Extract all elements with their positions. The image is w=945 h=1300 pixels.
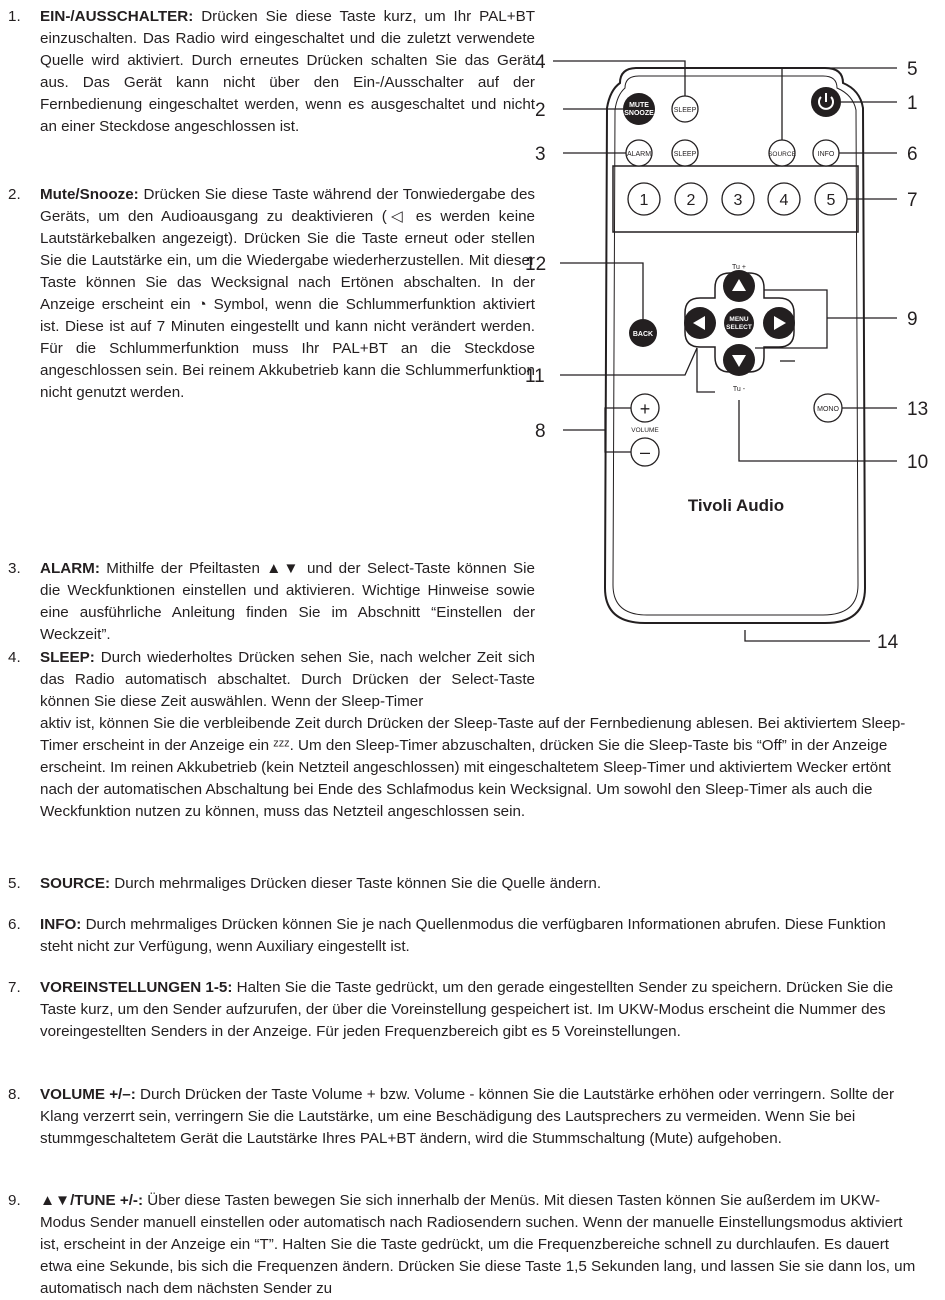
callout-leaders bbox=[553, 60, 897, 642]
callout-7: 7 bbox=[907, 190, 918, 211]
item-number: 1. bbox=[8, 8, 21, 25]
item-number: 5. bbox=[8, 875, 21, 892]
item-number: 8. bbox=[8, 1086, 21, 1103]
item-text: Durch Drücken der Taste Volume + bzw. Vo… bbox=[40, 1086, 895, 1147]
item-term: ALARM: bbox=[40, 560, 100, 577]
preset-2-button bbox=[674, 182, 708, 216]
item-body: VOLUME +/–: Durch Drücken der Taste Volu… bbox=[40, 1084, 920, 1150]
sleep-label: SLEEP bbox=[674, 107, 697, 114]
callout-10: 10 bbox=[907, 452, 928, 473]
callout-5: 5 bbox=[907, 59, 918, 80]
volume-label: VOLUME bbox=[631, 427, 659, 434]
back-label: BACK bbox=[633, 331, 653, 338]
select-label: SELECT bbox=[726, 324, 752, 331]
item-body: INFO: Durch mehrmaliges Drücken können S… bbox=[40, 914, 920, 958]
mute-label: MUTE bbox=[629, 102, 649, 109]
menu-select-button bbox=[724, 308, 754, 338]
callout-14: 14 bbox=[877, 632, 899, 653]
mute-snooze-button bbox=[623, 93, 655, 125]
item-text: Durch wiederholtes Drücken sehen Sie, na… bbox=[40, 649, 535, 710]
sleep-button-2 bbox=[671, 139, 699, 167]
callout-12: 12 bbox=[525, 254, 546, 275]
item-number: 7. bbox=[8, 979, 21, 996]
item-term: SLEEP: bbox=[40, 649, 95, 666]
alarm-label: ALARM bbox=[627, 151, 651, 158]
callout-11: 11 bbox=[525, 366, 545, 387]
callout-2: 2 bbox=[535, 100, 546, 121]
item-text: Durch mehrmaliges Drücken können Sie je … bbox=[40, 916, 886, 955]
item-term: EIN-/AUSSCHALTER: bbox=[40, 8, 194, 25]
item-text: Drücken Sie diese Taste während der Tonw… bbox=[40, 186, 535, 401]
item-body: EIN-/AUSSCHALTER: Drücken Sie diese Tast… bbox=[40, 6, 535, 138]
item-text: Halten Sie die Taste gedrückt, um den ge… bbox=[40, 979, 894, 1040]
callout-6: 6 bbox=[907, 144, 918, 165]
item-text: Drücken Sie diese Taste kurz, um Ihr PAL… bbox=[40, 8, 535, 135]
back-button bbox=[629, 319, 657, 347]
item-number: 3. bbox=[8, 560, 21, 577]
item-body: Mute/Snooze: Drücken Sie diese Taste wäh… bbox=[40, 184, 535, 404]
item-term: Mute/Snooze: bbox=[40, 186, 139, 203]
item-body: VOREINSTELLUNGEN 1-5: Halten Sie die Tas… bbox=[40, 977, 920, 1043]
remote-inner-outline bbox=[612, 75, 859, 616]
item-term: SOURCE: bbox=[40, 875, 111, 892]
preset-1-button bbox=[627, 182, 661, 216]
tu-minus-label: Tu - bbox=[733, 386, 746, 393]
item-text: Mithilfe der Pfeiltasten ▲▼ und der Sele… bbox=[40, 560, 535, 643]
up-arrow-icon bbox=[732, 279, 746, 291]
item-body: ALARM: Mithilfe der Pfeiltasten ▲▼ und d… bbox=[40, 558, 535, 646]
item-term: INFO: bbox=[40, 916, 82, 933]
item-body: ▲▼/TUNE +/-: Über diese Tasten bewegen S… bbox=[40, 1190, 920, 1300]
callout-4: 4 bbox=[535, 52, 546, 73]
mono-label: MONO bbox=[817, 406, 839, 413]
info-label: INFO bbox=[818, 151, 835, 158]
item-body: SOURCE: Durch mehrmaliges Drücken dieser… bbox=[40, 873, 920, 895]
callout-9: 9 bbox=[907, 309, 918, 330]
source-label: SOURCE bbox=[768, 151, 796, 158]
preset-5-label: 5 bbox=[827, 192, 836, 209]
volume-minus-label: – bbox=[640, 442, 650, 462]
volume-plus-label: + bbox=[640, 399, 651, 419]
item-text: Über diese Tasten bewegen Sie sich inner… bbox=[40, 1192, 916, 1297]
sleep-label-2: SLEEP bbox=[674, 151, 697, 158]
item-number: 6. bbox=[8, 916, 21, 933]
power-icon bbox=[818, 96, 834, 110]
preset-2-label: 2 bbox=[687, 192, 696, 209]
preset-4-label: 4 bbox=[780, 192, 789, 209]
tu-plus-label: Tu + bbox=[732, 264, 746, 271]
right-arrow-icon bbox=[774, 316, 786, 330]
item-term: ▲▼/TUNE +/-: bbox=[40, 1192, 144, 1209]
down-arrow-icon bbox=[732, 355, 746, 367]
item-number: 9. bbox=[8, 1192, 21, 1209]
preset-1-label: 1 bbox=[640, 192, 649, 209]
callout-8: 8 bbox=[535, 421, 546, 442]
preset-4-button bbox=[767, 182, 801, 216]
item-term: VOREINSTELLUNGEN 1-5: bbox=[40, 979, 233, 996]
item-text: Durch mehrmaliges Drücken dieser Taste k… bbox=[110, 875, 602, 892]
item-number: 2. bbox=[8, 186, 21, 203]
item-number: 4. bbox=[8, 649, 21, 666]
callout-3: 3 bbox=[535, 144, 546, 165]
preset-3-button bbox=[721, 182, 755, 216]
item-term: VOLUME +/–: bbox=[40, 1086, 136, 1103]
callout-1: 1 bbox=[907, 93, 918, 114]
remote-control-diagram: MUTE SNOOZE SLEEP ALARM SLEEP SOURCE INF… bbox=[525, 52, 928, 653]
item-body: SLEEP: Durch wiederholtes Drücken sehen … bbox=[40, 647, 535, 713]
item-body: aktiv ist, können Sie die verbleibende Z… bbox=[40, 715, 906, 820]
snooze-label: SNOOZE bbox=[624, 110, 654, 117]
preset-3-label: 3 bbox=[734, 192, 743, 209]
left-arrow-icon bbox=[693, 316, 705, 330]
menu-label: MENU bbox=[729, 316, 748, 323]
callout-13: 13 bbox=[907, 399, 928, 420]
brand-logo-text: Tivoli Audio bbox=[688, 496, 784, 515]
